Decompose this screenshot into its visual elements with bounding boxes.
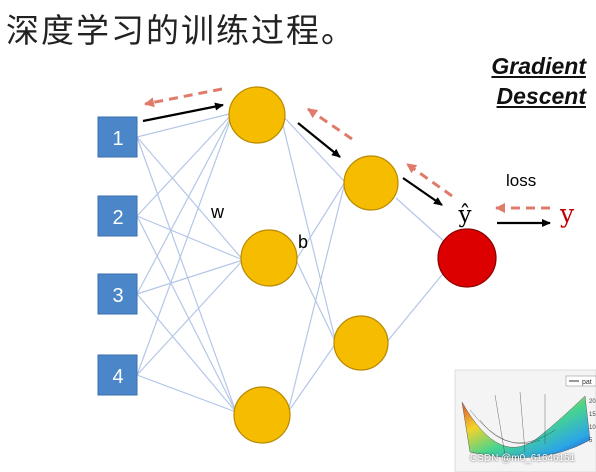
edge <box>287 181 346 413</box>
input-node <box>97 195 138 237</box>
forward-arrow <box>297 122 341 158</box>
input-node-label: 4 <box>112 366 123 388</box>
output-neuron <box>437 228 497 288</box>
edge <box>136 215 237 413</box>
target-label: y <box>559 199 575 228</box>
weight-label: w <box>210 202 225 222</box>
surface-tick: 5 <box>589 438 593 444</box>
surface-tick: 20 <box>589 399 596 405</box>
edge <box>136 136 244 261</box>
watermark: CSDN @m0_61646151 <box>470 453 576 464</box>
page-title: 深度学习的训练过程。 <box>6 11 356 50</box>
edge <box>136 112 234 376</box>
prediction-label: ŷ <box>458 202 472 228</box>
edge <box>136 215 244 261</box>
backward-arrow <box>406 162 453 198</box>
edge <box>279 112 337 344</box>
hidden-neuron <box>333 315 389 371</box>
hidden-neuron <box>228 86 286 144</box>
loss-surface-thumbnail: pat 20 15 10 5 <box>454 369 596 472</box>
input-node-label: 2 <box>112 207 123 229</box>
surface-legend-box <box>565 375 596 387</box>
surface-mesh <box>469 391 556 456</box>
edge <box>385 269 447 344</box>
edge <box>136 136 237 413</box>
surface-tick: 15 <box>589 412 596 418</box>
hidden-layer-2 <box>333 155 399 371</box>
bias-label: b <box>298 232 308 252</box>
forward-arrow <box>402 177 443 206</box>
edge <box>136 259 244 376</box>
edge <box>279 112 346 183</box>
hidden-neuron <box>240 229 298 287</box>
edge <box>136 112 234 295</box>
edge <box>136 259 244 295</box>
input-layer: 1 2 3 4 <box>97 116 138 396</box>
edge <box>136 112 234 138</box>
backward-arrow <box>307 107 353 141</box>
edge <box>395 197 447 244</box>
input-node-label: 3 <box>112 285 123 307</box>
input-node <box>97 354 138 396</box>
input-node-label: 1 <box>112 128 123 150</box>
gradient-descent-line2: Descent <box>496 83 586 109</box>
input-node <box>97 116 138 158</box>
hidden-neuron <box>233 386 291 444</box>
edge <box>136 374 237 413</box>
hidden-layer-1 <box>228 86 298 444</box>
edge <box>287 342 337 413</box>
edge <box>136 293 237 413</box>
forward-arrow <box>142 102 224 123</box>
gradient-descent-line1: Gradient <box>491 53 586 79</box>
backward-arrows <box>144 87 550 213</box>
loss-surface <box>461 395 591 459</box>
surface-legend-text: pat <box>582 379 592 386</box>
edge <box>136 112 234 217</box>
loss-label: loss <box>506 171 536 190</box>
network-edges <box>136 112 447 413</box>
edge <box>295 181 346 261</box>
input-node <box>97 273 138 315</box>
surface-tick: 10 <box>589 425 596 431</box>
hidden-neuron <box>343 155 399 211</box>
backward-arrow <box>144 87 223 108</box>
forward-arrows <box>142 102 551 227</box>
